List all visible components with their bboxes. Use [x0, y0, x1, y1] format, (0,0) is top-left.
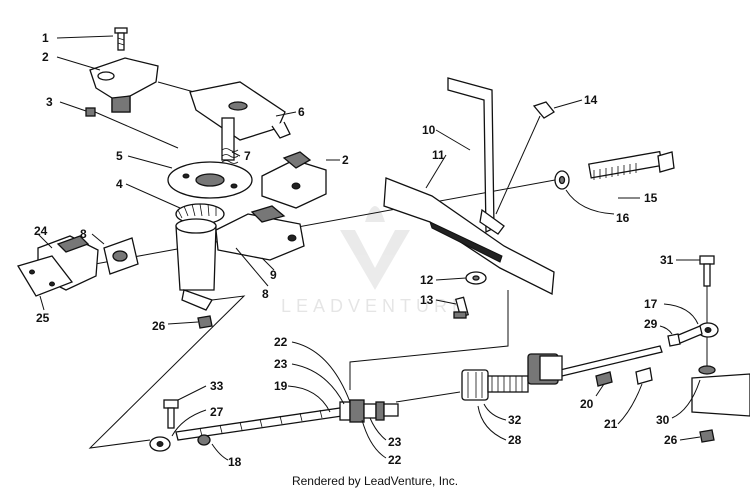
- part-9-clamp: [215, 205, 305, 261]
- part-2-clamp-right: [261, 151, 327, 209]
- part-25-plate: [17, 255, 74, 297]
- part-label: 11: [432, 148, 445, 162]
- part-10-strap: [447, 77, 505, 235]
- part-label: 23: [274, 357, 288, 371]
- part-11-pedal-arm: [383, 177, 555, 296]
- part-21-fitting: [635, 367, 653, 385]
- part-20-fitting: [595, 371, 613, 387]
- part-15-long-bolt: [588, 150, 675, 180]
- part-label: 6: [298, 105, 305, 119]
- part-label: 10: [422, 123, 436, 137]
- part-7-spring: [221, 148, 239, 164]
- part-label: 23: [388, 435, 402, 449]
- part-label: 5: [116, 149, 123, 163]
- part-label: 26: [664, 433, 678, 447]
- watermark-logo-icon: [340, 206, 410, 290]
- part-label: 15: [644, 191, 658, 205]
- part-31-bolt: [699, 255, 715, 287]
- part-label: 27: [210, 405, 224, 419]
- part-label: 29: [644, 317, 658, 331]
- part-label: 31: [660, 253, 674, 267]
- part-label: 26: [152, 319, 166, 333]
- part-labels: 1 2 3 6 5 7 2 4 8 24 25 9 8 26 10 11 14 …: [34, 31, 678, 469]
- part-label: 13: [420, 293, 434, 307]
- part-27-cable-end: [149, 436, 171, 452]
- part-label: 1: [42, 31, 49, 45]
- part-29-nut: [667, 333, 681, 347]
- part-3-nut: [85, 107, 96, 117]
- footer-credit: Rendered by LeadVenture, Inc.: [291, 474, 459, 488]
- part-16-washer: [554, 170, 570, 190]
- part-label: 33: [210, 379, 224, 393]
- part-label: 12: [420, 273, 434, 287]
- part-2-clamp-upper: [89, 57, 159, 113]
- part-12-washer: [465, 271, 487, 285]
- part-label: 28: [508, 433, 522, 447]
- part-26-bolt-lower-right: [699, 429, 715, 443]
- part-13-bolt: [453, 296, 469, 319]
- part-label: 3: [46, 95, 53, 109]
- steering-shaft: [175, 218, 217, 311]
- part-label: 9: [270, 268, 277, 282]
- part-22-23-fitting: [339, 399, 399, 423]
- part-8-collar-left: [103, 237, 139, 275]
- part-label: 19: [274, 379, 288, 393]
- part-label: 8: [80, 227, 87, 241]
- part-label: 22: [388, 453, 402, 467]
- part-label: 17: [644, 297, 658, 311]
- part-1-screw: [114, 27, 128, 51]
- part-label: 22: [274, 335, 288, 349]
- part-label: 24: [34, 224, 48, 238]
- part-label: 30: [656, 413, 670, 427]
- part-18-nut: [197, 434, 211, 446]
- part-label: 8: [262, 287, 269, 301]
- part-label: 32: [508, 413, 522, 427]
- part-label: 14: [584, 93, 598, 107]
- part-label: 25: [36, 311, 50, 325]
- part-label: 18: [228, 455, 242, 469]
- part-26-bolt-lower-left: [197, 315, 213, 329]
- part-label: 2: [342, 153, 349, 167]
- part-17-rod-end: [675, 322, 719, 345]
- part-label: 21: [604, 417, 618, 431]
- part-19-cable: [175, 345, 663, 441]
- linkage-line: [88, 295, 246, 449]
- watermark-text: LEADVENTURE: [280, 296, 470, 316]
- part-32-nut: [461, 369, 489, 401]
- part-14-nut: [532, 101, 555, 119]
- part-5-flange: [167, 161, 253, 199]
- part-33-bolt: [163, 399, 179, 429]
- part-label: 2: [42, 50, 49, 64]
- part-label: 7: [244, 149, 251, 163]
- part-30-bracket: [691, 365, 750, 417]
- part-label: 4: [116, 177, 123, 191]
- part-label: 20: [580, 397, 594, 411]
- part-label: 16: [616, 211, 630, 225]
- part-6-plate: [189, 81, 291, 161]
- part-28-adjuster: [487, 353, 563, 393]
